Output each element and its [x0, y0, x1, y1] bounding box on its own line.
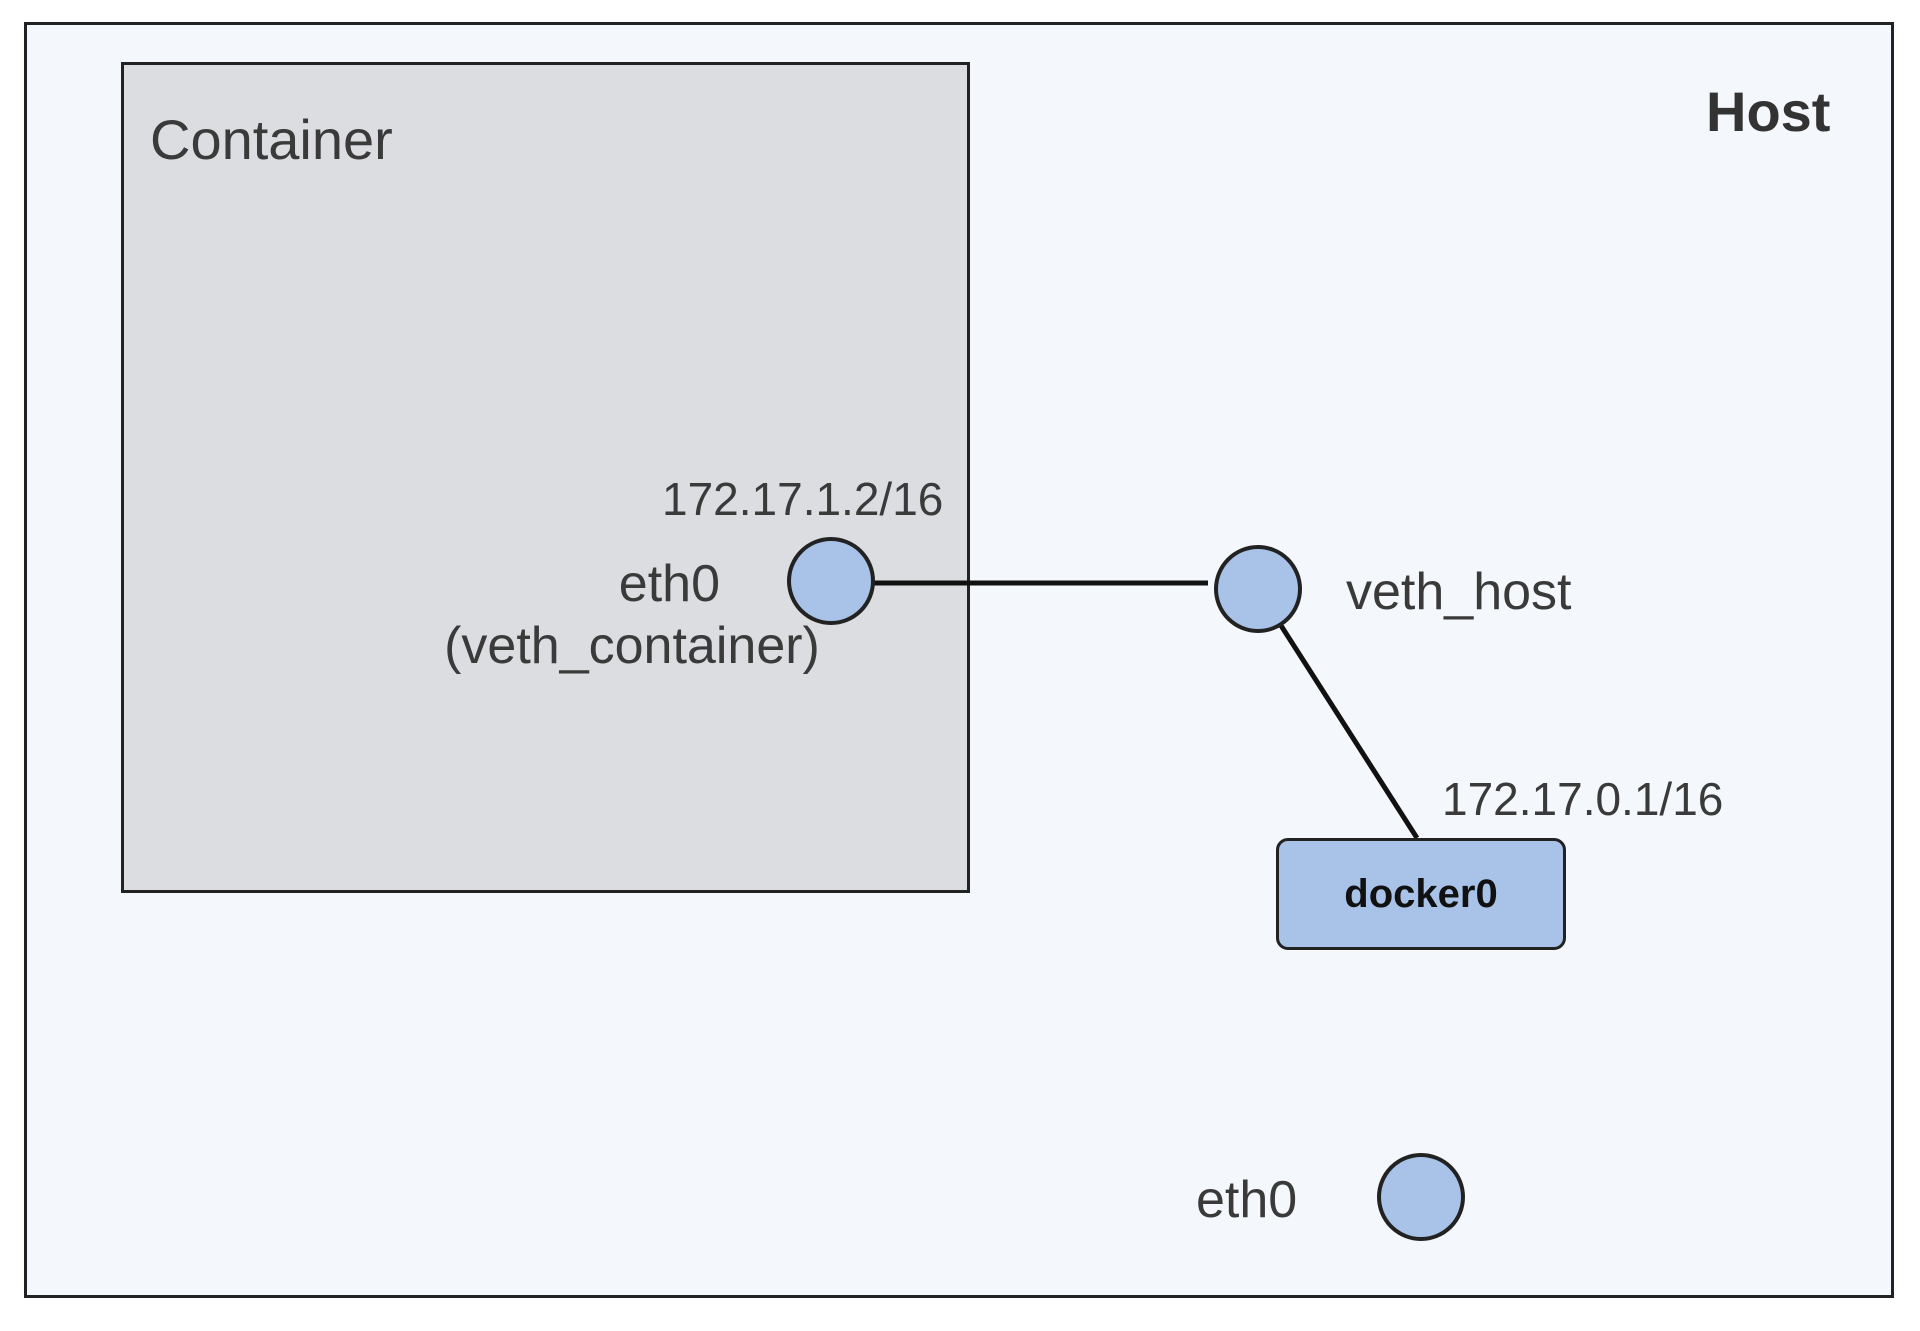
docker0-bridge: docker0: [1276, 838, 1566, 950]
container-eth0-alias: (veth_container): [444, 617, 820, 675]
container-title: Container: [150, 108, 393, 171]
host-eth0-label: eth0: [1196, 1171, 1298, 1229]
container-eth0-label: eth0: [618, 555, 720, 613]
host-title: Host: [1706, 80, 1831, 143]
container-boundary: [121, 62, 970, 893]
docker0-bridge-label: docker0: [1344, 871, 1498, 916]
container-eth0-ip: 172.17.1.2/16: [662, 473, 944, 525]
veth-host-label: veth_host: [1346, 563, 1572, 621]
bridge-ip: 172.17.0.1/16: [1442, 773, 1724, 825]
